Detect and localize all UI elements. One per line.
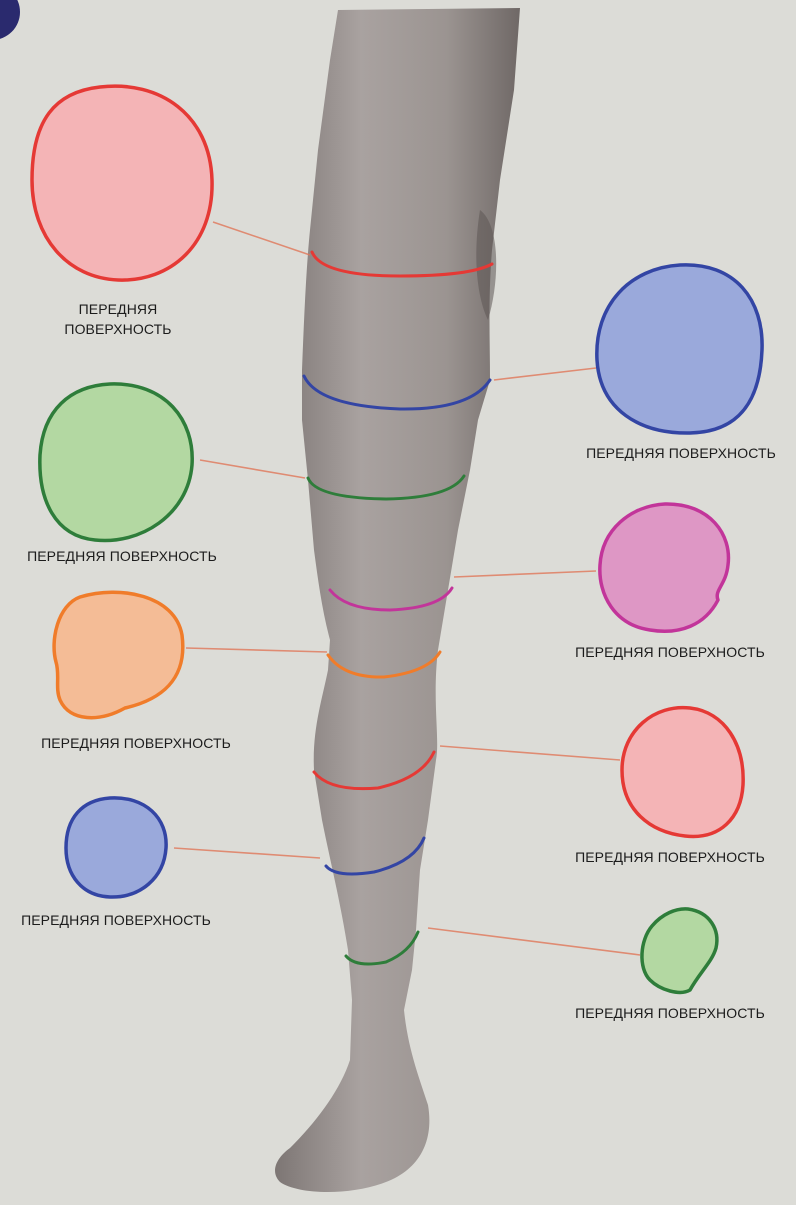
corner-badge	[0, 0, 20, 40]
section-label-right-3: ПЕРЕДНЯЯ ПОВЕРХНОСТЬ	[554, 847, 786, 867]
section-label-right-1: ПЕРЕДНЯЯ ПОВЕРХНОСТЬ	[566, 443, 796, 463]
section-shape-left-1	[32, 86, 212, 280]
section-shape-right-4	[642, 909, 717, 993]
leader-right-4	[428, 928, 640, 955]
section-label-right-4: ПЕРЕДНЯЯ ПОВЕРХНОСТЬ	[554, 1003, 786, 1023]
section-shape-right-3	[622, 708, 743, 837]
section-label-left-1: ПЕРЕДНЯЯ ПОВЕРХНОСТЬ	[48, 299, 188, 339]
leader-left-1	[213, 222, 310, 255]
leader-left-3	[186, 648, 327, 652]
section-shape-right-1	[597, 265, 762, 433]
section-label-left-2: ПЕРЕДНЯЯ ПОВЕРХНОСТЬ	[6, 546, 238, 566]
leader-right-2	[454, 571, 596, 577]
section-shape-left-3	[54, 592, 183, 717]
section-shape-right-2	[600, 504, 729, 631]
leader-left-4	[174, 848, 320, 858]
leader-left-2	[200, 460, 305, 478]
leg-silhouette	[275, 8, 520, 1192]
section-shape-left-4	[66, 798, 166, 897]
section-label-left-4: ПЕРЕДНЯЯ ПОВЕРХНОСТЬ	[0, 910, 232, 930]
section-label-left-3: ПЕРЕДНЯЯ ПОВЕРХНОСТЬ	[20, 733, 252, 753]
section-shape-left-2	[40, 384, 192, 541]
section-label-right-2: ПЕРЕДНЯЯ ПОВЕРХНОСТЬ	[554, 642, 786, 662]
leader-right-1	[494, 368, 596, 380]
leader-right-3	[440, 746, 620, 760]
